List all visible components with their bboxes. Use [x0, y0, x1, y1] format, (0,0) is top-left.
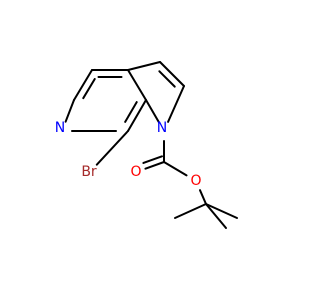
bond	[163, 161, 188, 177]
bond	[127, 69, 147, 101]
bromine-label: Br	[81, 164, 97, 180]
bonds	[64, 61, 238, 229]
bond	[124, 101, 138, 123]
bond	[142, 155, 163, 164]
bond	[95, 130, 129, 166]
bond	[205, 203, 238, 219]
bond	[127, 99, 147, 132]
bond	[198, 189, 207, 205]
bond	[158, 70, 176, 88]
bond	[127, 61, 161, 71]
molecule-structure: N N Br O O	[55, 61, 238, 229]
bond	[73, 69, 93, 101]
bond	[205, 203, 227, 229]
bond	[64, 99, 75, 123]
bond	[174, 203, 207, 219]
bond	[82, 78, 96, 100]
bond	[167, 85, 185, 123]
ester-oxygen-label: O	[190, 173, 201, 189]
bond	[159, 61, 185, 87]
pyrrole-nitrogen-label: N	[157, 120, 167, 136]
atom-labels: N N Br O O	[55, 120, 202, 189]
bond	[145, 99, 160, 124]
bond	[144, 161, 165, 170]
carbonyl-oxygen-label: O	[130, 164, 141, 180]
pyridine-nitrogen-label: N	[55, 120, 65, 136]
